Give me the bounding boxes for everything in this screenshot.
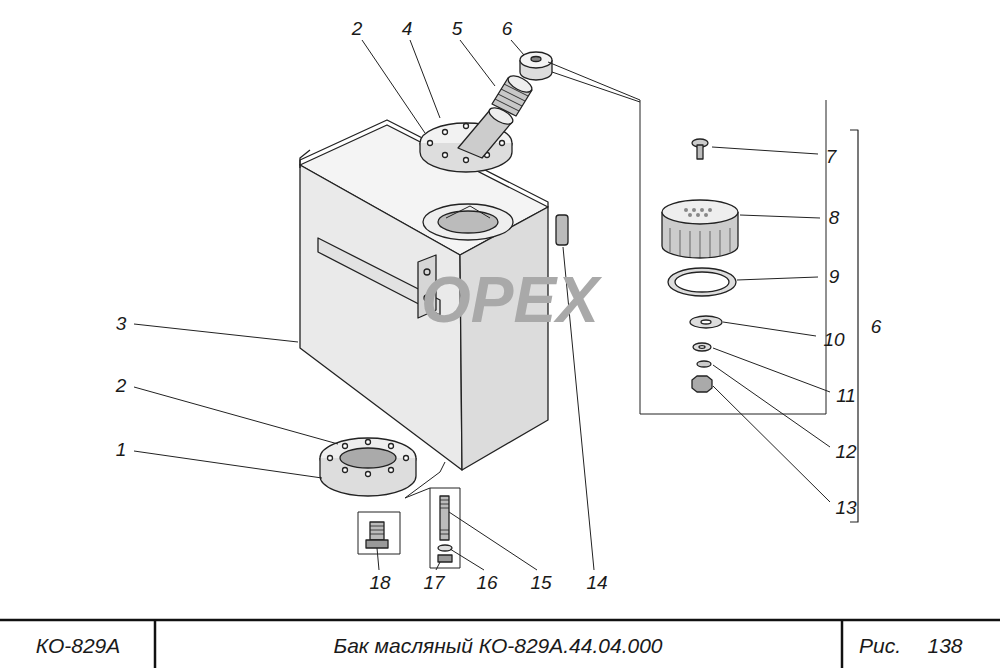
callout-number: 5 — [452, 19, 463, 38]
callout-number: 10 — [823, 330, 844, 349]
callout-number: 17 — [423, 573, 444, 592]
callout-number: 7 — [826, 147, 837, 166]
callout-number: 15 — [530, 573, 551, 592]
callout-number: 4 — [402, 19, 413, 38]
callout-number: 8 — [829, 208, 840, 227]
figure-number: 138 — [927, 635, 962, 656]
figure-word: Рис. — [859, 635, 901, 656]
callout-number: 9 — [829, 267, 840, 286]
callout-number: 3 — [116, 314, 127, 333]
callout-number: 1 — [116, 440, 127, 459]
callout-number: 2 — [352, 19, 363, 38]
drawing-code: КО-829А — [36, 635, 121, 656]
callout-number: 2 — [116, 376, 127, 395]
callout-number: 11 — [836, 386, 856, 405]
callout-number: 12 — [835, 442, 856, 461]
callout-number: 14 — [586, 573, 607, 592]
callout-number: 18 — [369, 573, 390, 592]
callout-number: 6 — [871, 317, 882, 336]
callout-number: 13 — [835, 498, 856, 517]
callout-number: 16 — [476, 573, 497, 592]
watermark: OPEX — [421, 268, 599, 332]
callout-number: 6 — [502, 19, 513, 38]
drawing-title: Бак масляный КО-829А.44.04.000 — [333, 635, 662, 656]
